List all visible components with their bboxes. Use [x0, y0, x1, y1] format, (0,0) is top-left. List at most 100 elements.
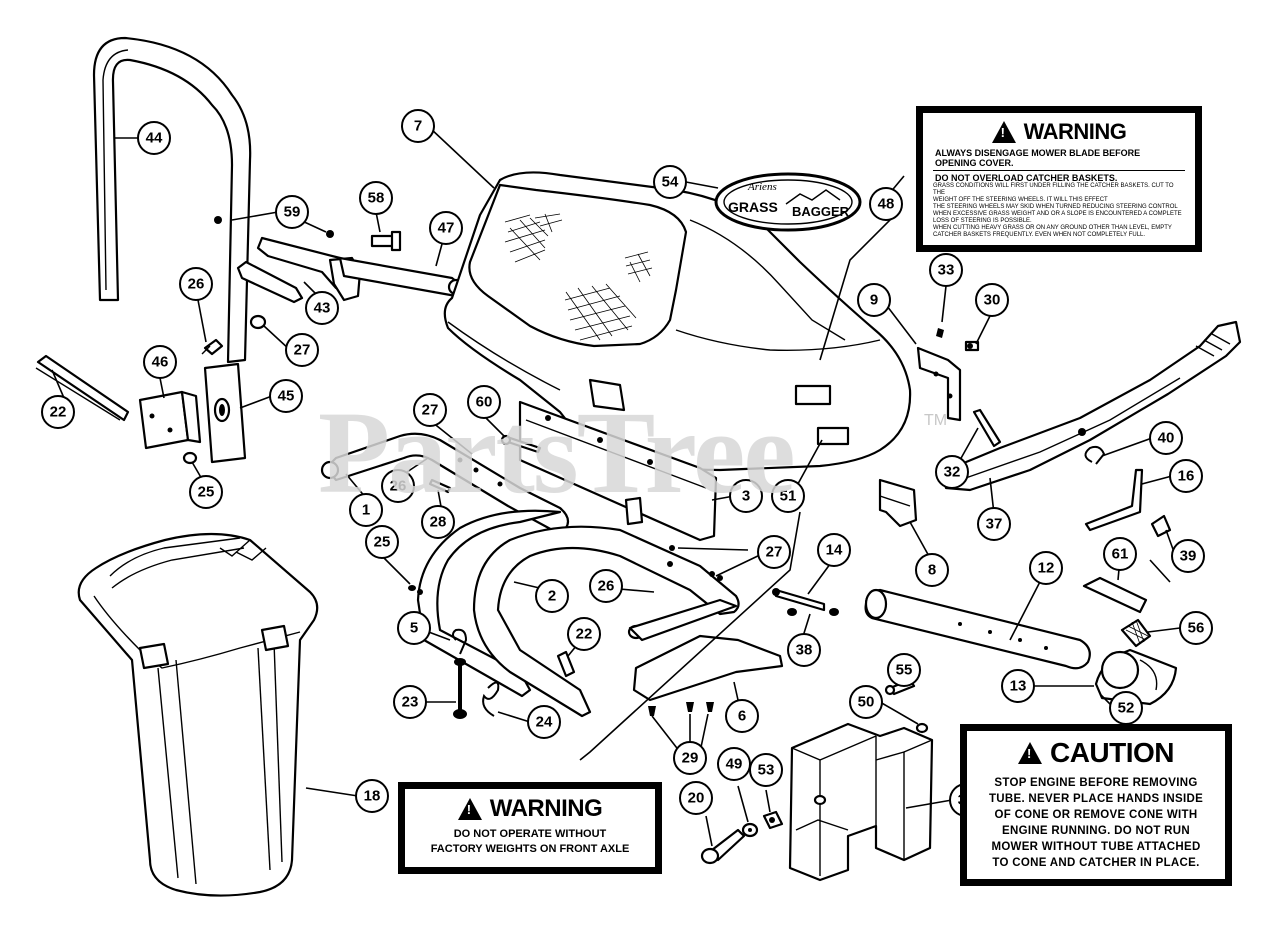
callout-7: 7: [401, 109, 435, 143]
part-pin-14: [772, 588, 826, 612]
caution-line-3: ENGINE RUNNING. DO NOT RUN: [1002, 825, 1190, 837]
svg-text:49: 49: [726, 756, 743, 773]
warning-top-fine-6: CATCHER BASKETS FREQUENTLY. EVEN WHEN NO…: [933, 232, 1146, 238]
part-pin-28: [428, 478, 452, 494]
callout-47: 47: [429, 211, 463, 245]
part-pin-23: [453, 658, 467, 719]
svg-text:27: 27: [422, 402, 439, 419]
warning-top-fine-5: WHEN CUTTING HEAVY GRASS OR ON ANY GROUN…: [933, 225, 1172, 231]
svg-text:59: 59: [284, 204, 301, 221]
svg-text:27: 27: [294, 342, 311, 359]
svg-text:22: 22: [576, 626, 593, 643]
part-nut-25b: [408, 585, 416, 591]
svg-text:51: 51: [780, 488, 797, 505]
callout-40: 40: [1149, 421, 1183, 455]
callout-22b: 22: [567, 617, 601, 651]
svg-text:44: 44: [146, 130, 163, 147]
emblem-grass-bagger: Ariens GRASS BAGGER: [714, 172, 862, 232]
svg-text:55: 55: [896, 662, 913, 679]
warning-triangle-icon-2: [457, 798, 482, 820]
warning-top-fine-4: LOSS OF STEERING IS POSSIBLE.: [933, 218, 1032, 224]
svg-text:14: 14: [826, 542, 843, 559]
callout-14: 14: [817, 533, 851, 567]
svg-text:1: 1: [362, 502, 370, 519]
hood-mesh: [504, 213, 653, 341]
svg-text:39: 39: [1180, 548, 1197, 565]
part-rod-22b: [556, 650, 576, 678]
svg-text:12: 12: [1038, 560, 1055, 577]
svg-text:38: 38: [796, 642, 813, 659]
svg-text:9: 9: [870, 292, 878, 309]
svg-text:33: 33: [938, 262, 955, 279]
part-screw-30: [964, 340, 980, 352]
part-screw-33: [936, 328, 944, 338]
warning-bottom-title: WARNING: [489, 795, 603, 822]
part-bracket-3: [518, 400, 718, 542]
callout-5: 5: [397, 611, 431, 645]
warning-triangle-icon: [991, 121, 1016, 143]
callout-24: 24: [527, 705, 561, 739]
callout-6: 6: [725, 699, 759, 733]
callout-56: 56: [1179, 611, 1213, 645]
svg-text:22: 22: [50, 404, 67, 421]
callout-61: 61: [1103, 537, 1137, 571]
part-screw-26a: [201, 338, 224, 356]
callout-12: 12: [1029, 551, 1063, 585]
callout-58: 58: [359, 181, 393, 215]
caution-line-5: TO CONE AND CATCHER IN PLACE.: [992, 857, 1200, 869]
part-pin-60: [500, 434, 542, 454]
part-bracket-46: [138, 390, 202, 450]
part-nuts-27b: [669, 545, 715, 577]
callout-29: 29: [673, 741, 707, 775]
svg-text:24: 24: [536, 714, 553, 731]
svg-text:8: 8: [928, 562, 936, 579]
svg-text:53: 53: [758, 762, 775, 779]
svg-text:30: 30: [984, 292, 1001, 309]
svg-text:26: 26: [390, 478, 407, 495]
svg-text:43: 43: [314, 300, 331, 317]
warning-top-fine-1: WEIGHT OFF THE STEERING WHEELS. IT WILL …: [933, 197, 1108, 203]
callout-44: 44: [137, 121, 171, 155]
part-clip-39: [1150, 514, 1172, 538]
callout-26b: 26: [381, 469, 415, 503]
svg-text:27: 27: [766, 544, 783, 561]
part-handle-frame: [92, 36, 252, 364]
svg-text:52: 52: [1118, 700, 1135, 717]
warning-decal-bottom: WARNING DO NOT OPERATE WITHOUT FACTORY W…: [398, 782, 662, 874]
part-weight-36: [788, 722, 934, 882]
part-pin-32: [972, 408, 1002, 448]
callout-27c: 27: [757, 535, 791, 569]
svg-text:7: 7: [414, 118, 422, 135]
part-washer-50: [915, 722, 929, 734]
svg-text:46: 46: [152, 354, 169, 371]
callout-59: 59: [275, 195, 309, 229]
part-nut-25a: [182, 451, 198, 465]
caution-line-0: STOP ENGINE BEFORE REMOVING: [994, 777, 1198, 789]
callout-51: 51: [771, 479, 805, 513]
caution-triangle-icon: [1017, 742, 1042, 764]
part-bracket-9: [916, 346, 962, 422]
part-nuts-38: [787, 608, 839, 616]
svg-text:25: 25: [374, 534, 391, 551]
callout-22: 22: [41, 395, 75, 429]
callout-49: 49: [717, 747, 751, 781]
svg-text:50: 50: [858, 694, 875, 711]
svg-text:47: 47: [438, 220, 455, 237]
svg-text:28: 28: [430, 514, 447, 531]
callout-16: 16: [1169, 459, 1203, 493]
callout-55: 55: [887, 653, 921, 687]
callout-48: 48: [869, 187, 903, 221]
callout-18: 18: [355, 779, 389, 813]
part-bolt-58: [370, 230, 402, 252]
warning-bottom-line2: FACTORY WEIGHTS ON FRONT AXLE: [430, 843, 630, 855]
svg-text:26: 26: [598, 578, 615, 595]
callout-2: 2: [535, 579, 569, 613]
part-bracket-8: [878, 478, 918, 528]
svg-text:54: 54: [662, 174, 679, 191]
callout-23: 23: [393, 685, 427, 719]
callout-20: 20: [679, 781, 713, 815]
callout-39: 39: [1171, 539, 1205, 573]
svg-text:32: 32: [944, 464, 961, 481]
svg-text:58: 58: [368, 190, 385, 207]
part-screen-56: [1120, 618, 1152, 648]
